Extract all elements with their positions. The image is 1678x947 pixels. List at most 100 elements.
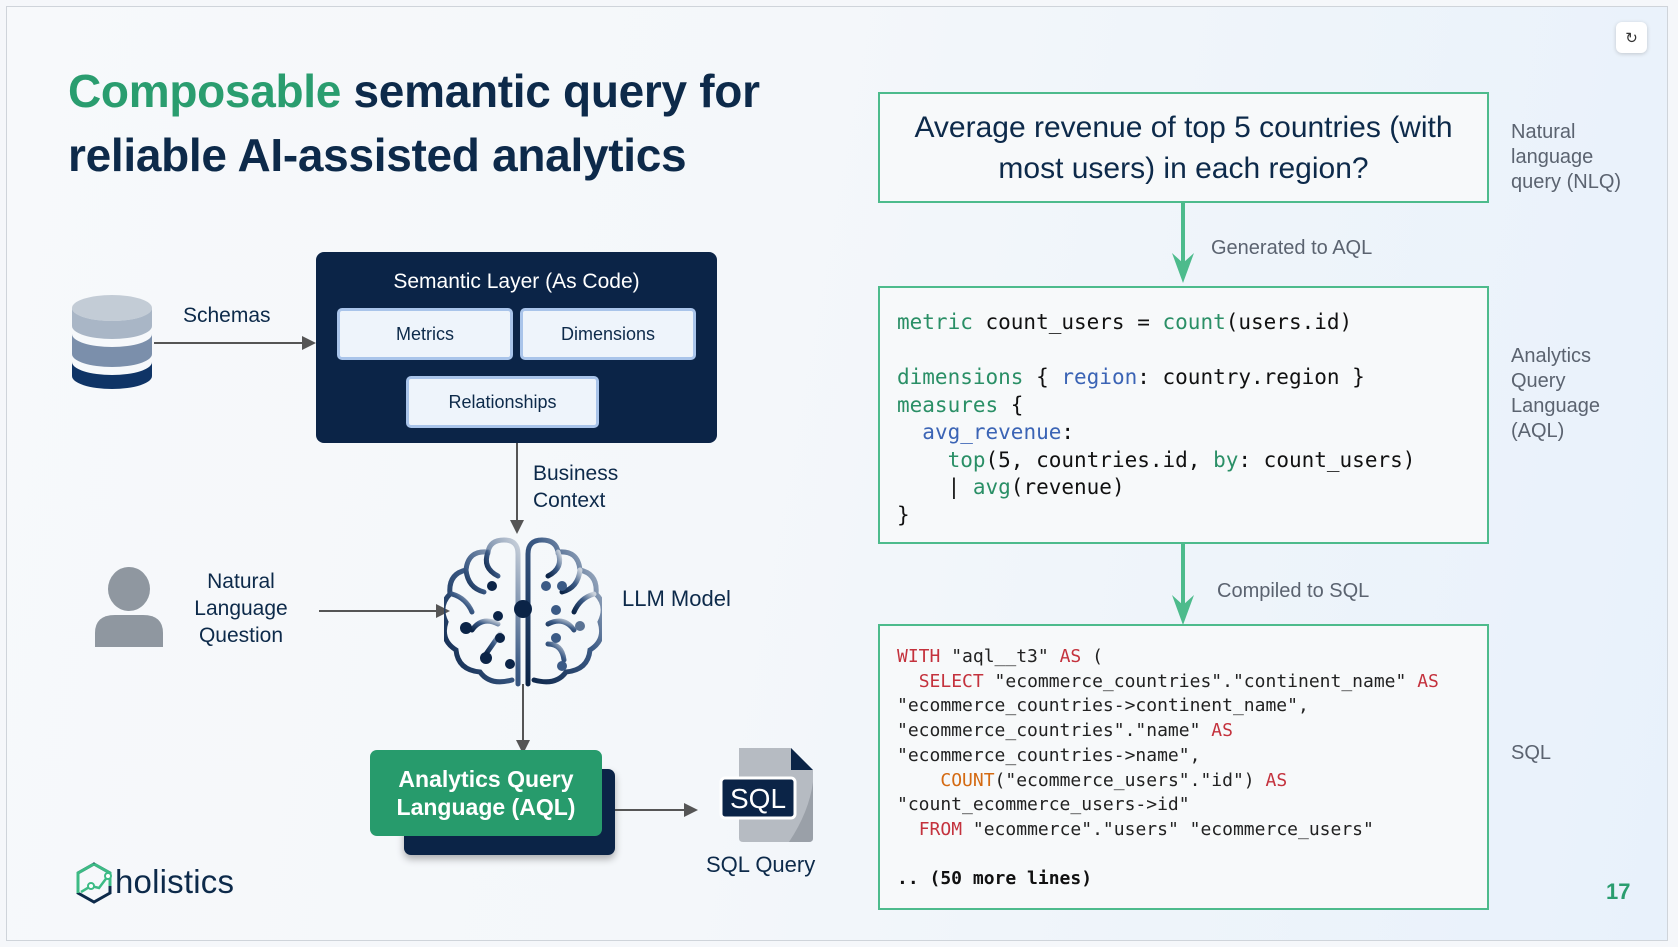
code-token: { [1023, 365, 1062, 389]
sql-code-line: COUNT("ecommerce_users"."id") AS [897, 769, 1487, 794]
compiled-arrowhead [1172, 595, 1194, 625]
code-token: | [897, 475, 973, 499]
sql-code-line: WITH "aql__t3" AS ( [897, 645, 1487, 670]
aql-code-box: metric count_users = count(users.id) dim… [878, 286, 1489, 544]
business-context-arrow [516, 443, 518, 523]
code-token [897, 448, 948, 472]
code-token: (users.id) [1225, 310, 1353, 334]
generated-arrow [1181, 203, 1185, 273]
code-token: (5, countries.id, [985, 447, 1214, 472]
holistics-logo-icon [76, 862, 112, 904]
slide-title: Composable semantic query for reliable A… [68, 59, 828, 187]
brain-icon [444, 537, 602, 687]
sql-code-line: "ecommerce_countries->continent_name", [897, 694, 1487, 719]
sql-code-line: "ecommerce_countries"."name" AS [897, 719, 1487, 744]
compiled-arrow [1181, 544, 1185, 614]
code-token: count_users = [972, 310, 1163, 334]
aql-code-line: } [897, 502, 1487, 530]
sql-code-line [897, 843, 1487, 868]
code-token: "ecommerce_countries"."continent_name" [983, 670, 1418, 692]
code-token: "count_ecommerce_users->id" [897, 794, 1190, 816]
code-token [897, 420, 922, 444]
sql-code-line: .. (50 more lines) [897, 867, 1487, 892]
semantic-layer-title: Semantic Layer (As Code) [393, 270, 640, 293]
code-token: : country.region } [1137, 365, 1365, 389]
aql-box: Analytics Query Language (AQL) [370, 750, 602, 836]
code-token: "ecommerce_countries->continent_name", [897, 695, 1309, 717]
sql-icon-text: SQL [730, 783, 786, 814]
code-token: FROM [918, 818, 963, 840]
chip-dimensions: Dimensions [520, 308, 696, 360]
code-token: "ecommerce_countries"."name" [897, 720, 1212, 742]
nlq-side-label: Natural language query (NLQ) [1511, 121, 1622, 193]
code-token: AS [1417, 670, 1439, 692]
sql-code-line: SELECT "ecommerce_countries"."continent_… [897, 670, 1487, 695]
sql-code-line: FROM "ecommerce"."users" "ecommerce_user… [897, 818, 1487, 843]
compiled-to-sql-label: Compiled to SQL [1217, 580, 1370, 602]
schemas-label: Schemas [183, 304, 271, 327]
question-arrowhead [436, 604, 450, 618]
code-token: } [897, 502, 910, 527]
generated-to-aql-label: Generated to AQL [1211, 237, 1373, 259]
holistics-logo-text: holistics [115, 863, 235, 900]
llm-model-label: LLM Model [622, 586, 731, 611]
code-token: region [1061, 365, 1138, 389]
code-token: AS [1059, 646, 1082, 667]
title-line1-rest: semantic query for [341, 65, 760, 117]
page-number: 17 [1606, 879, 1631, 904]
code-token: "ecommerce"."users" "ecommerce_users" [962, 818, 1374, 840]
code-token: by [1213, 447, 1239, 472]
aql-to-sql-arrow [615, 809, 687, 811]
sql-code-box: WITH "aql__t3" AS ( SELECT "ecommerce_co… [878, 624, 1489, 910]
aql-to-sql-arrowhead [684, 803, 698, 817]
sql-side-label: SQL [1511, 742, 1552, 764]
sql-code-line: "ecommerce_countries->name", [897, 744, 1487, 769]
code-token: ("ecommerce_users"."id") [994, 769, 1266, 791]
user-icon [95, 567, 163, 647]
question-arrow [319, 610, 439, 612]
code-token: .. (50 more lines) [897, 868, 1093, 890]
code-token: AS [1211, 720, 1233, 742]
aql-code-line: avg_revenue: [897, 419, 1487, 447]
code-token: : [1061, 420, 1075, 444]
code-token: SELECT [918, 670, 984, 692]
code-token: : count_users) [1238, 447, 1416, 472]
sql-code: WITH "aql__t3" AS ( SELECT "ecommerce_co… [897, 645, 1487, 892]
chip-metrics: Metrics [337, 308, 513, 360]
sql-query-label: SQL Query [706, 852, 816, 877]
refresh-icon: ↻ [1625, 29, 1638, 47]
title-line2: reliable AI-assisted analytics [68, 129, 687, 181]
code-token: COUNT [940, 769, 995, 791]
code-token: "aql__t3" [940, 646, 1060, 667]
refresh-button[interactable]: ↻ [1616, 22, 1647, 53]
aql-code-line [897, 337, 1487, 365]
code-token [897, 671, 919, 692]
generated-arrowhead [1172, 253, 1194, 283]
code-token: { [998, 392, 1024, 417]
code-token: top [947, 447, 986, 472]
code-token: WITH [897, 646, 941, 667]
business-context-arrowhead [510, 520, 524, 534]
aql-side-label: Analytics Query Language (AQL) [1511, 345, 1600, 442]
semantic-layer-box: Semantic Layer (As Code) Metrics Dimensi… [316, 252, 717, 443]
llm-to-aql-arrow [522, 684, 524, 744]
schemas-arrowhead [302, 336, 316, 350]
code-token: ( [1081, 646, 1103, 667]
aql-code-line: dimensions { region: country.region } [897, 364, 1487, 392]
sql-file-icon: SQL [719, 748, 813, 842]
aql-code-line: top(5, countries.id, by: count_users) [897, 447, 1487, 475]
code-token: dimensions [897, 365, 1024, 389]
code-token: "ecommerce_countries->name", [897, 744, 1201, 766]
slide: Composable semantic query for reliable A… [6, 6, 1668, 941]
sql-code-line: "count_ecommerce_users->id" [897, 793, 1487, 818]
code-token: metric [897, 310, 973, 334]
nlq-box: Average revenue of top 5 countries (with… [878, 92, 1489, 203]
code-token: AS [1265, 769, 1288, 791]
llm-to-aql-arrowhead [516, 740, 530, 754]
aql-code: metric count_users = count(users.id) dim… [897, 309, 1487, 529]
aql-code-line: | avg(revenue) [897, 474, 1487, 502]
code-token [897, 770, 940, 791]
code-token [897, 819, 919, 840]
aql-code-line: metric count_users = count(users.id) [897, 309, 1487, 337]
schemas-arrow [154, 342, 304, 344]
